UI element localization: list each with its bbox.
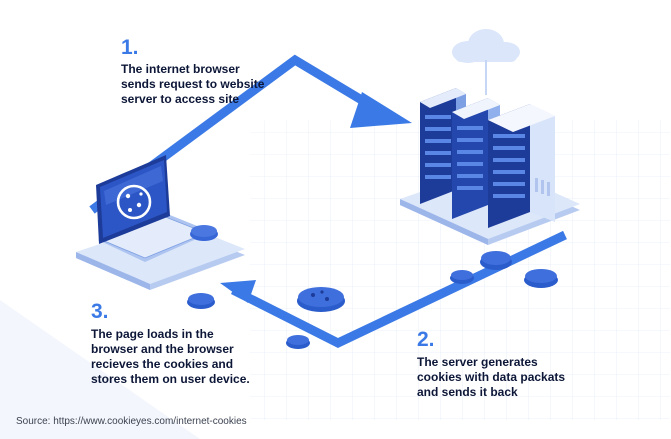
step-1-number: 1. <box>121 36 139 59</box>
step-1-line: The internet browser <box>121 62 240 76</box>
cookie-icon <box>450 270 474 284</box>
arrow-icon <box>220 280 256 303</box>
step-3-line: stores them on user device. <box>91 372 250 386</box>
step-2-line: cookies with data packats <box>417 370 566 384</box>
step-2-line: The server generates <box>417 355 538 369</box>
step-3-number: 3. <box>91 300 109 323</box>
arrow-icon <box>350 92 412 128</box>
step-1-line: sends request to website <box>121 77 265 91</box>
step-1-text: The internet browser sends request to we… <box>121 62 264 107</box>
flow-path-bottom <box>230 230 567 349</box>
step-2-number: 2. <box>417 328 435 351</box>
step-3-line: The page loads in the <box>91 327 214 341</box>
cookie-icon <box>116 184 152 220</box>
cookie-icon <box>190 225 218 241</box>
cookie-icon <box>286 335 310 349</box>
cookie-icon <box>187 293 215 309</box>
cookie-icon <box>297 287 345 312</box>
step-3-text: The page loads in the browser and the br… <box>91 327 250 387</box>
step-3-line: browser and the browser <box>91 342 234 356</box>
step-2-line: and sends it back <box>417 385 518 399</box>
source-caption: Source: https://www.cookieyes.com/intern… <box>16 416 247 427</box>
cookie-icon <box>480 251 512 270</box>
step-3-line: recieves the cookies and <box>91 357 234 371</box>
server-rack-icon <box>420 88 555 228</box>
step-2-text: The server generates cookies with data p… <box>417 355 565 400</box>
cloud-icon <box>452 29 520 95</box>
step-1-line: server to access site <box>121 92 240 106</box>
cookie-icon <box>524 269 558 288</box>
